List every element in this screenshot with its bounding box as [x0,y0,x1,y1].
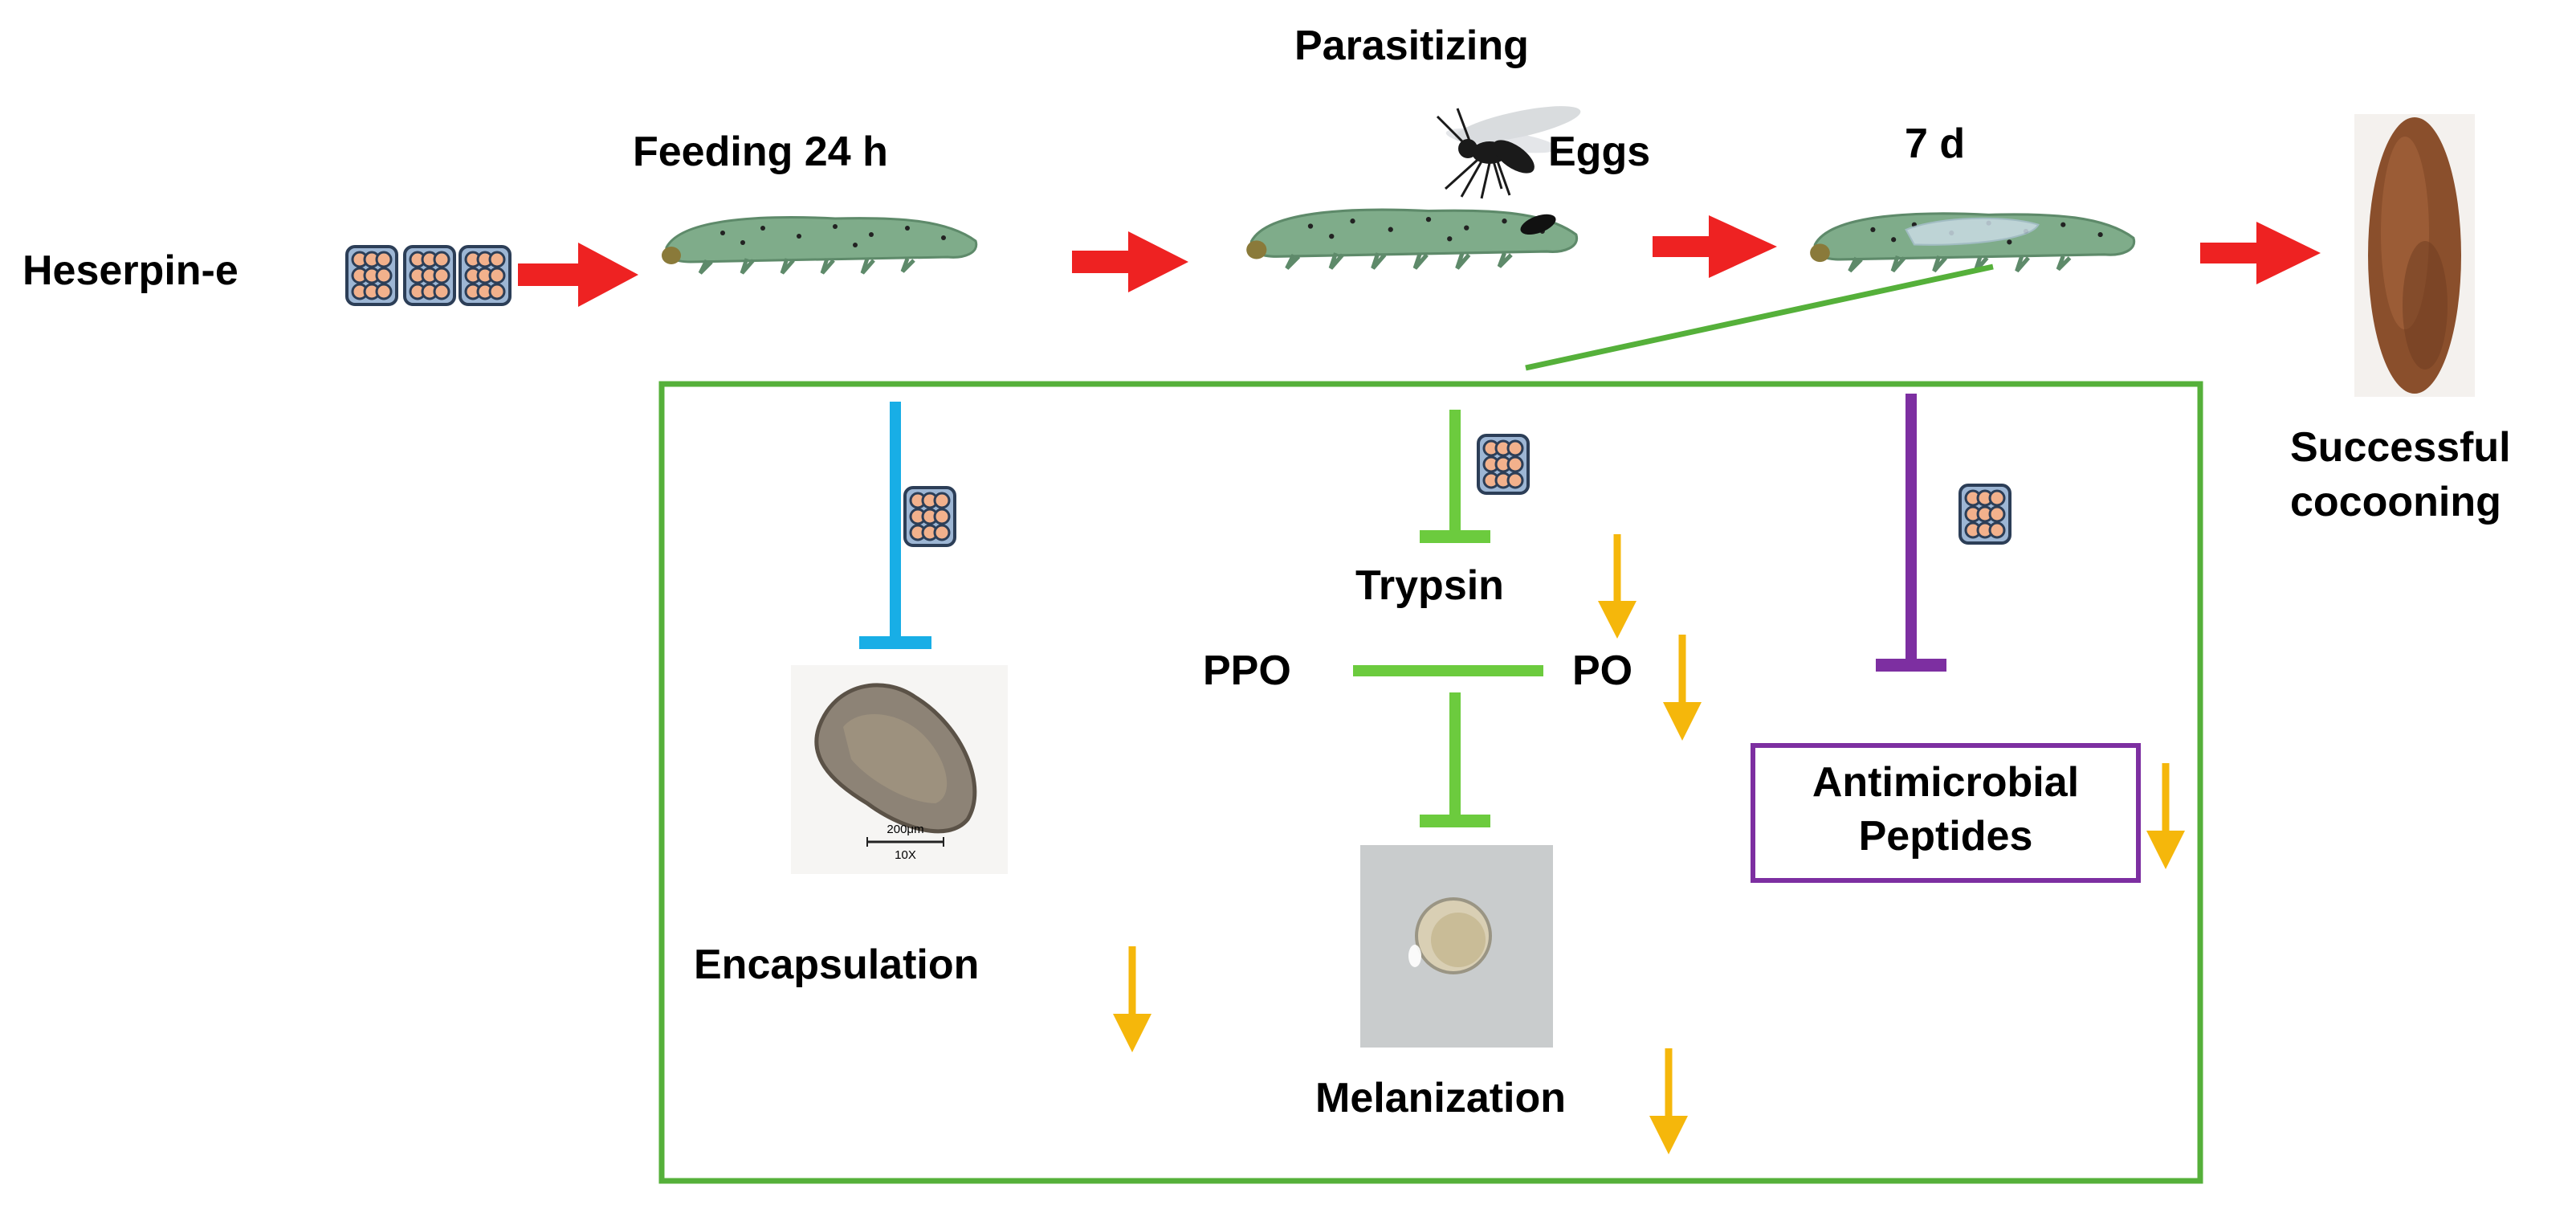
feeding-label: Feeding 24 h [633,129,888,175]
encapsulation-micrograph [791,665,1008,874]
encapsulation-label: Encapsulation [694,941,980,988]
protein-cage-icon [403,245,456,306]
trypsin-label: Trypsin [1355,562,1504,609]
flow-arrow-4 [2200,222,2321,284]
parasitizing-label: Parasitizing [1294,22,1529,69]
cocoon-icon [2354,114,2475,397]
amp-inhibition [1876,394,1946,672]
amp-label-line1: Antimicrobial [1812,759,2080,806]
decrease-arrow-encapsulation [1113,946,1151,1052]
amp-label-line2: Peptides [1858,813,2033,860]
heserpin-label: Heserpin-e [22,247,238,294]
day7-label: 7 d [1905,120,1966,167]
amp-box [1751,743,2141,883]
decrease-arrow-po [1663,635,1702,741]
flow-arrow-1 [518,243,638,307]
immune-response-box [658,381,2203,1184]
flow-arrow-2 [1072,231,1188,292]
eggs-label: Eggs [1548,129,1651,175]
melanization-inhibition [1420,692,1490,827]
encapsulation-inhibition [859,402,931,649]
scale-bar-label: 200μm [887,823,924,836]
success-label-line1: Successful [2290,424,2511,471]
trypsin-inhibition [1420,410,1490,543]
protein-cage-icon [1477,434,1530,495]
protein-cage-icon [459,245,512,306]
protein-cage-icon [903,486,956,547]
melanization-label: Melanization [1315,1075,1567,1121]
larva-icon-parasitized [1246,210,1576,268]
connector-line [1525,263,1994,371]
decrease-arrow-melanization [1649,1048,1688,1154]
protein-cage-icon [1958,484,2011,545]
larva-icon-7d [1810,214,2134,272]
decrease-arrow-trypsin [1598,534,1636,639]
protein-cage-icon [345,245,398,306]
flow-arrow-3 [1653,215,1777,278]
ppo-label: PPO [1203,647,1291,694]
wasp-icon [1436,106,1581,199]
larva-icon-feeding [662,218,976,273]
po-label: PO [1572,647,1633,694]
magnification-label: 10X [895,848,916,862]
decrease-arrow-amp [2146,763,2185,869]
melanization-micrograph [1360,845,1553,1048]
success-label-line2: cocooning [2290,479,2501,525]
